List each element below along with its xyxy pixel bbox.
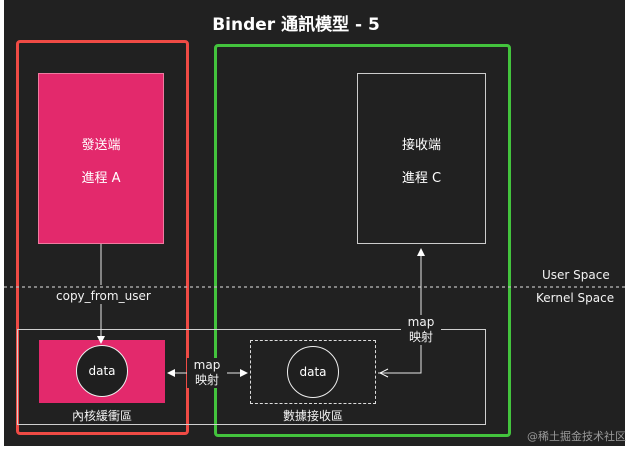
user-map-label-line2: 映射 [408,330,433,344]
kernel-map-label-line2: 映射 [194,373,219,387]
process-a-role: 發送端 [81,138,121,153]
process-a-name: 進程 A [81,171,121,186]
process-c-name: 進程 C [401,171,442,186]
user-map-label: map 映射 [401,315,441,345]
user-space-label: User Space [542,268,610,282]
kernel-buffer-data-circle: data [76,345,128,397]
process-c-role: 接收端 [401,138,441,153]
user-map-arrow [378,248,425,374]
kernel-map-label-line1: map [193,358,221,372]
receive-buffer-data-circle: data [287,346,339,398]
receive-buffer-caption: 數據接收區 [282,409,343,423]
user-map-label-line1: map [407,315,435,329]
user-map-arrow-tail-head-a [379,368,389,374]
diagram-title: Binder 通訊模型 - 5 [212,15,380,35]
kernel-buffer-caption: 內核緩衝區 [71,409,132,423]
kernel-buffer: data [39,340,165,403]
process-a-box: 發送端 進程 A [38,73,164,244]
kernel-map-label: map 映射 [187,358,227,388]
connector-layer [4,244,625,378]
diagram-canvas: Binder 通訊模型 - 5 發送端 進程 A 接收端 進程 C data 內… [4,0,626,446]
kernel-space-label: Kernel Space [536,291,615,305]
process-c-box: 接收端 進程 C [357,73,486,244]
sender-group-frame [16,40,189,435]
watermark-text: @稀土掘金技术社区 [527,430,626,443]
receive-buffer: data [250,340,376,404]
user-map-arrow-tail-head-b [379,372,389,378]
kernel-space-region [17,329,486,425]
receiver-group-frame [214,44,511,437]
copy-from-user-label: copy_from_user [54,289,153,303]
